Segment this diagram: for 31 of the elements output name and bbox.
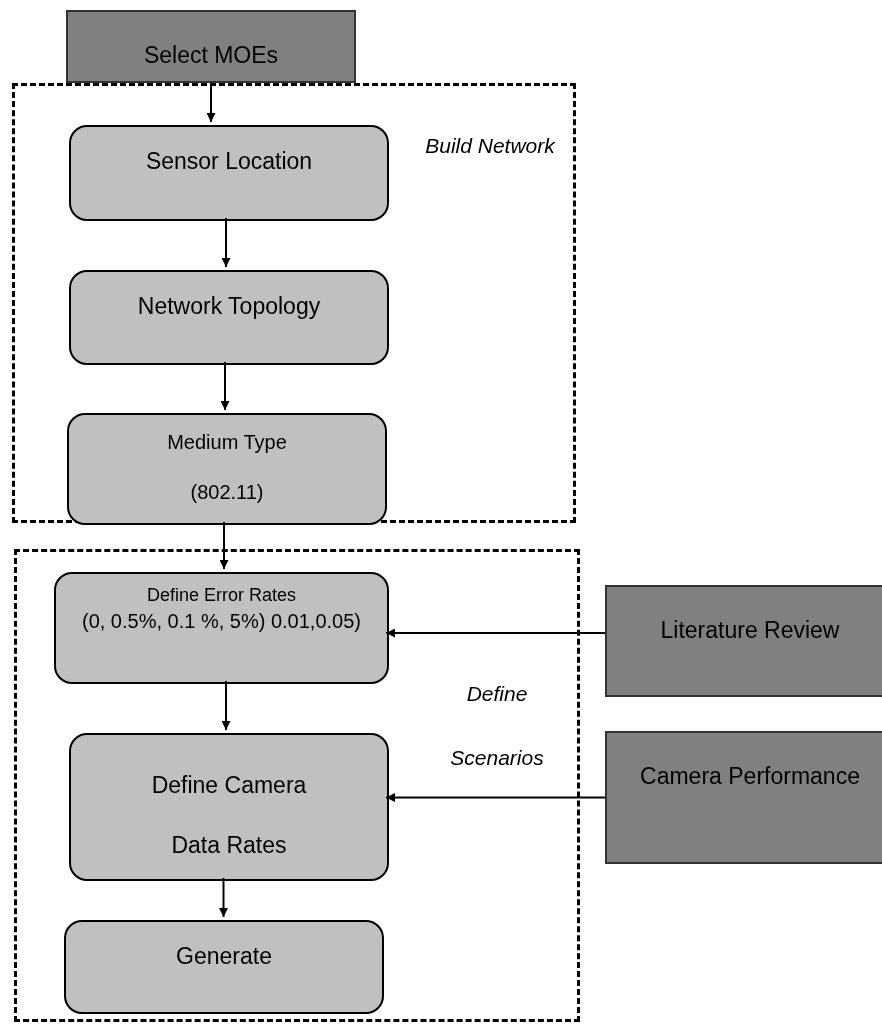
process-box bbox=[69, 125, 389, 221]
box-detail: (0, 0.5%, 0.1 %, 5%) 0.01,0.05) bbox=[80, 609, 362, 634]
group-title: Build Network bbox=[424, 133, 557, 159]
input-box bbox=[605, 731, 882, 864]
box-title: Define Error Rates bbox=[146, 584, 297, 607]
process-box bbox=[64, 920, 384, 1014]
arrow bbox=[219, 521, 229, 570]
group-title: Define Scenarios bbox=[449, 681, 545, 771]
box-title: Literature Review bbox=[659, 616, 841, 645]
arrow bbox=[219, 877, 228, 918]
box-title: Camera Performance bbox=[639, 762, 861, 791]
box-title: Select MOEs bbox=[142, 41, 280, 70]
box-title: Generate bbox=[175, 942, 273, 970]
process-box bbox=[54, 572, 389, 684]
input-box bbox=[605, 585, 882, 697]
box-title: Medium Type bbox=[167, 430, 287, 455]
process-box bbox=[69, 270, 389, 365]
dashed-group-frame bbox=[12, 83, 576, 523]
arrow bbox=[221, 680, 231, 731]
process-box bbox=[67, 413, 387, 525]
dashed-group-frame bbox=[14, 549, 580, 1022]
process-box bbox=[69, 733, 389, 881]
arrow bbox=[221, 217, 231, 268]
input-box bbox=[66, 10, 356, 83]
arrow bbox=[385, 628, 606, 638]
arrow bbox=[385, 793, 606, 802]
box-title: Define Camera Data Rates bbox=[150, 771, 308, 860]
box-title: Network Topology bbox=[136, 292, 322, 320]
arrow bbox=[220, 361, 230, 411]
box-title: Sensor Location bbox=[144, 147, 314, 175]
box-detail: (802.11) bbox=[190, 480, 264, 505]
